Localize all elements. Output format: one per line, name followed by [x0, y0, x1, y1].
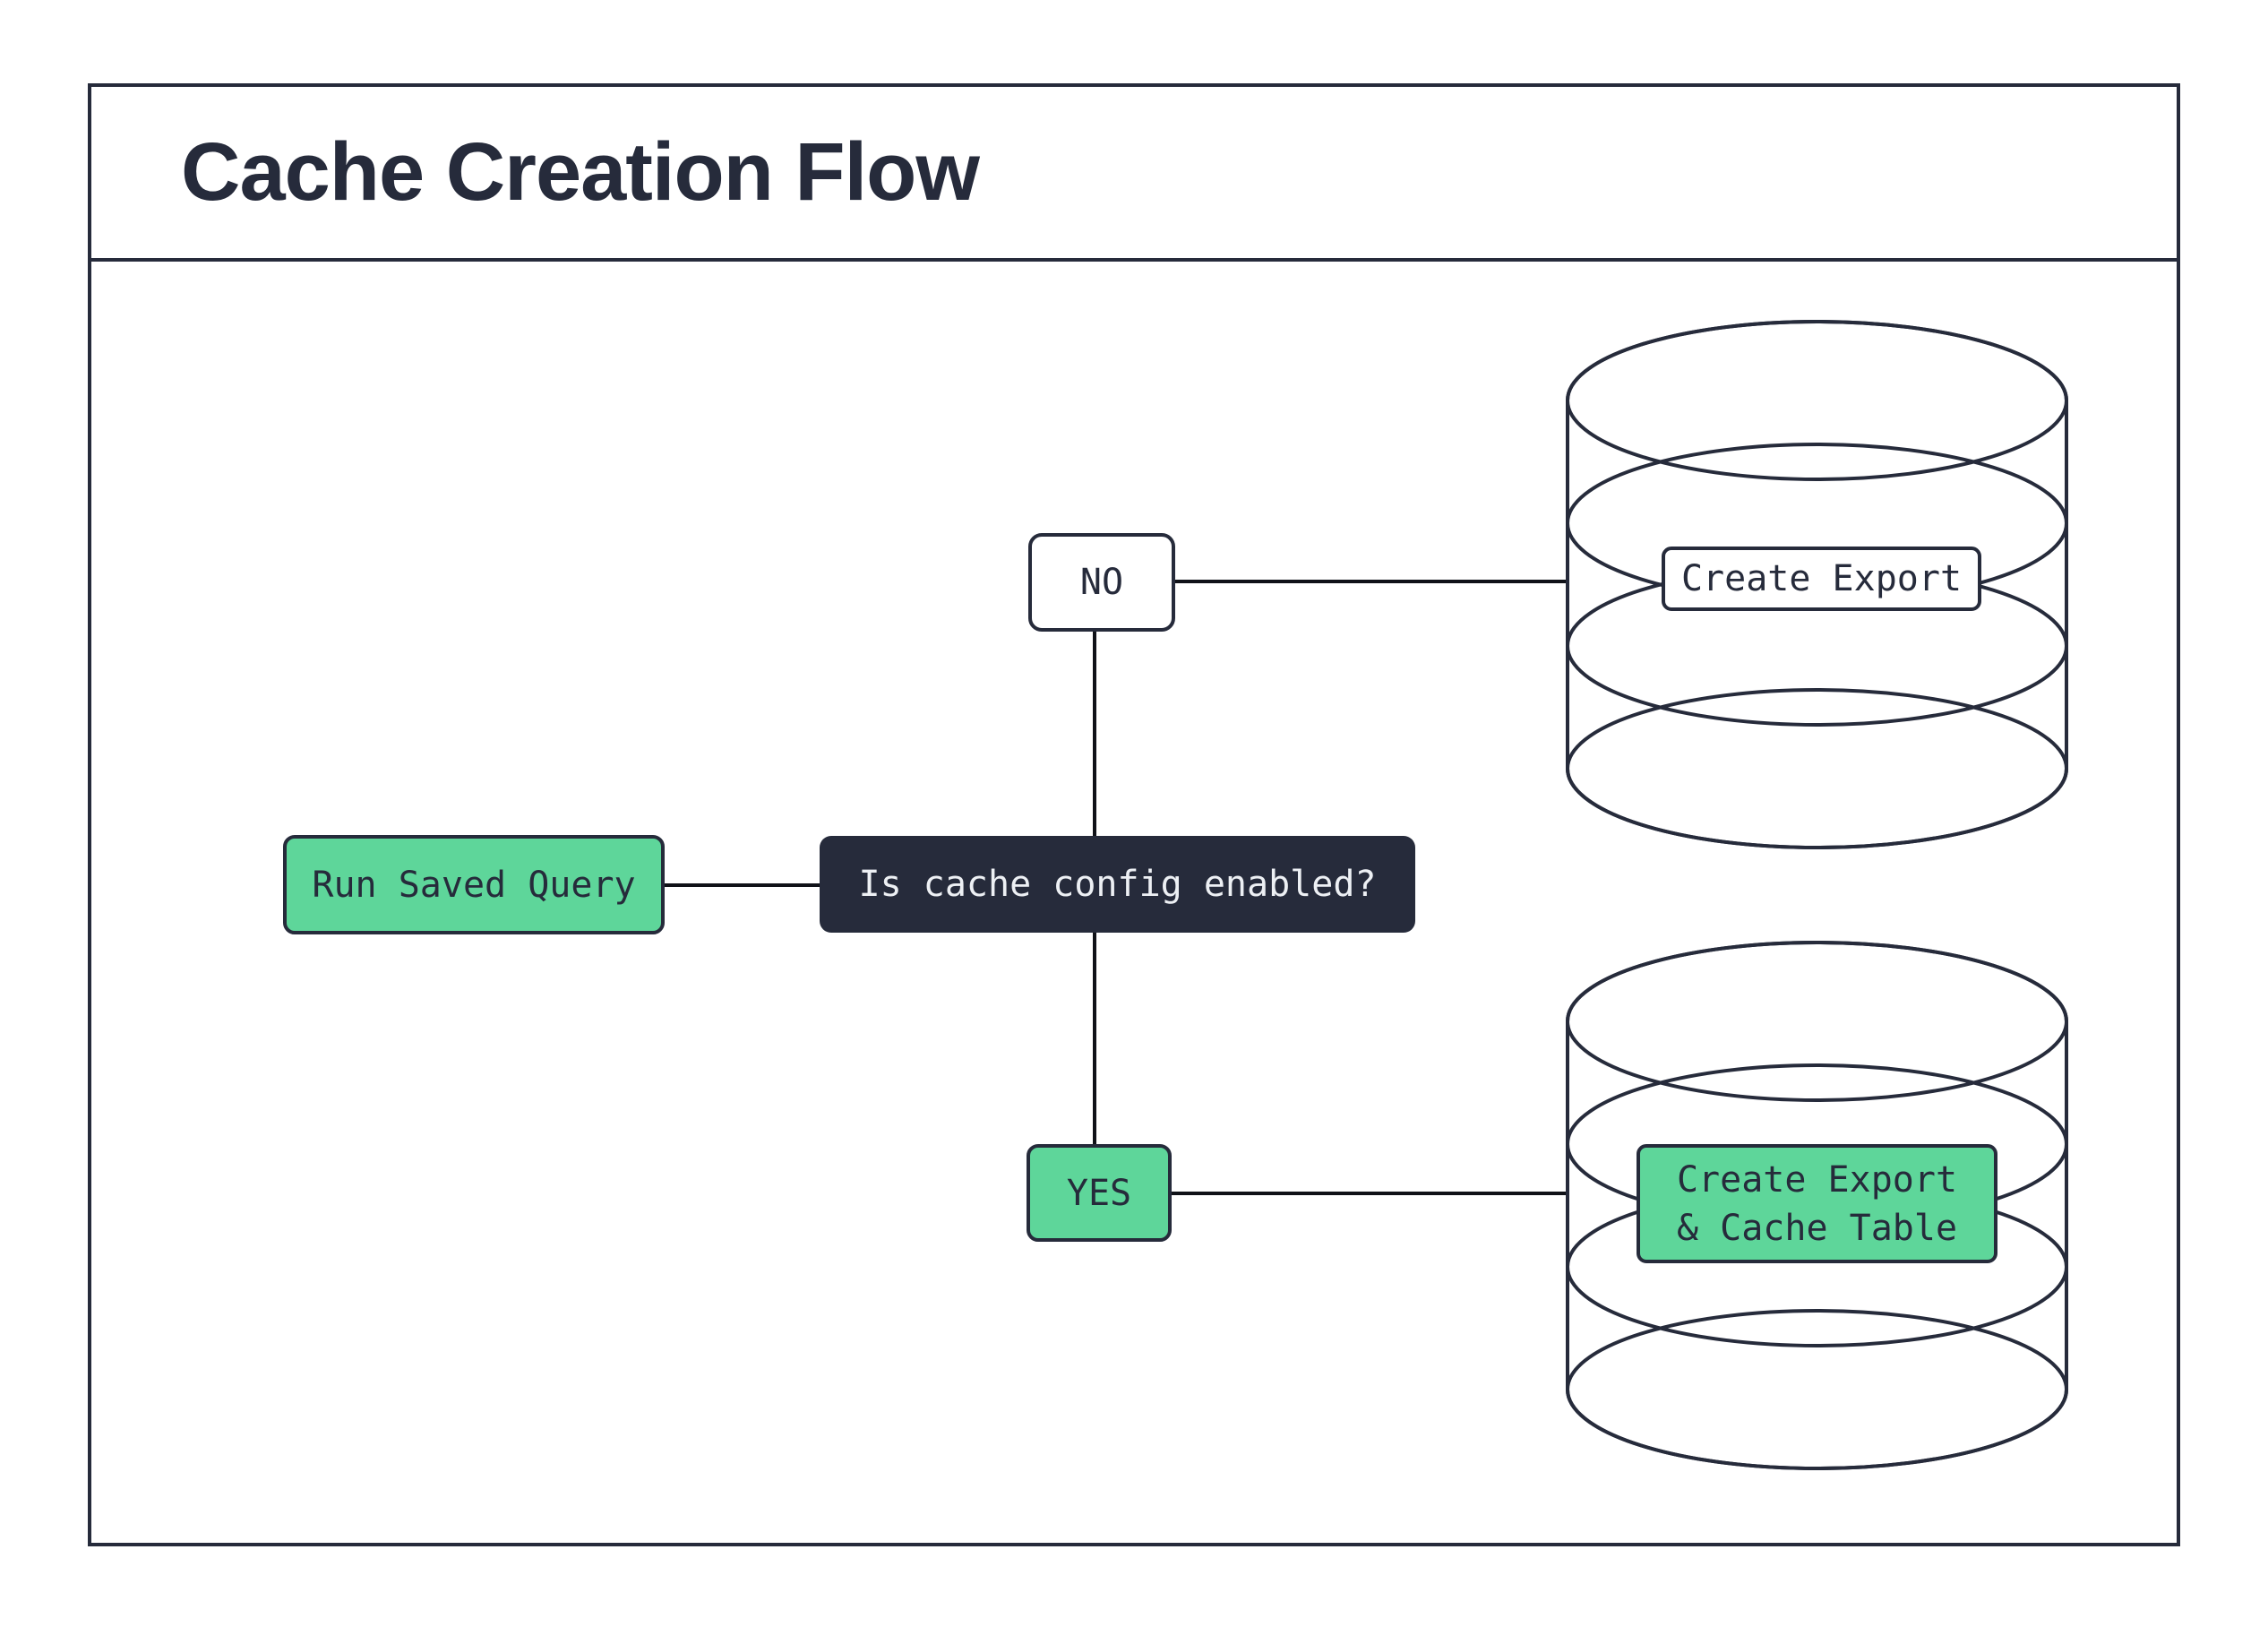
connectors — [665, 580, 1581, 1195]
database-disk — [1566, 320, 2068, 481]
database-disk — [1566, 688, 2068, 849]
label-line-1: Create Export — [1676, 1158, 1958, 1201]
page-title: Cache Creation Flow — [181, 126, 980, 218]
node-decision-cache-config: Is cache config enabled? — [820, 836, 1415, 933]
node-branch-yes: YES — [1027, 1144, 1172, 1242]
diagram-frame: Cache Creation Flow — [88, 83, 2180, 1546]
label-line-2: & Cache Table — [1676, 1207, 1958, 1249]
title-bar: Cache Creation Flow — [91, 87, 2177, 262]
database-disk — [1566, 1309, 2068, 1470]
node-run-saved-query: Run Saved Query — [283, 835, 665, 934]
label-create-export: Create Export — [1662, 547, 1981, 611]
node-branch-no: NO — [1028, 533, 1175, 632]
database-disk — [1566, 941, 2068, 1102]
label-create-export-cache-table: Create Export & Cache Table — [1637, 1144, 1997, 1263]
